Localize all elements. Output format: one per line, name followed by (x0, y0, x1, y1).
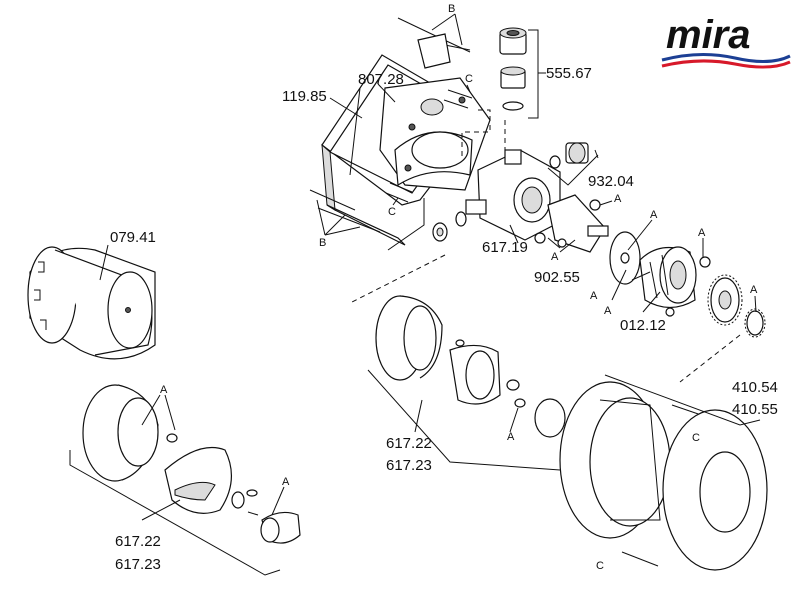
logo-text: mira (666, 13, 751, 57)
callout-a-4: A (750, 284, 758, 296)
gear-small (744, 308, 766, 338)
label-410-55: 410.55 (732, 401, 778, 418)
callout-a-left-top: A (160, 384, 168, 396)
screws-b-left (309, 189, 381, 236)
dashed-frame-middle (349, 254, 741, 383)
logo-wave-red (661, 59, 791, 69)
callout-a-7: A (604, 305, 612, 317)
group-bracket-right (604, 374, 761, 426)
hub-012-12 (639, 246, 711, 317)
mira-logo: mira (661, 13, 791, 69)
label-079-41: 079.41 (110, 229, 156, 246)
callout-c-top: C (465, 73, 473, 85)
label-902-55: 902.55 (534, 269, 580, 286)
sleeve-079-41 (27, 244, 156, 360)
logo-wave-blue (661, 52, 791, 63)
screws-b-top (397, 13, 471, 69)
callout-a-middle: A (507, 431, 515, 443)
group-bracket-left (69, 450, 281, 576)
callout-b-left: B (319, 237, 326, 249)
label-932-04: 932.04 (588, 173, 634, 190)
group-bracket-middle (367, 369, 561, 471)
compression-fitting-555-67 (499, 27, 546, 119)
callout-a-left-bottom: A (282, 476, 290, 488)
callout-c-left: C (388, 206, 396, 218)
label-012-12: 012.12 (620, 317, 666, 334)
valve-body-807-28 (379, 77, 491, 191)
knob-assembly-middle (375, 295, 566, 438)
label-617-22-left: 617.22 (115, 533, 161, 550)
label-617-22-middle: 617.22 (386, 435, 432, 452)
callout-a-6: A (590, 290, 598, 302)
callout-b-top: B (448, 3, 455, 15)
callout-c-bottom: C (596, 560, 604, 572)
leader-lines (141, 83, 757, 521)
label-617-23-left: 617.23 (115, 556, 161, 573)
cover-plate-410-54 (559, 381, 711, 539)
knob-assembly-left (82, 384, 301, 544)
filter-932-04 (547, 142, 599, 186)
callout-a-2: A (650, 209, 658, 221)
callout-a-1: A (614, 193, 622, 205)
allen-key (387, 198, 425, 251)
valve-cartridge-617-19 (432, 149, 561, 244)
label-617-23-middle: 617.23 (386, 457, 432, 474)
callout-a-5: A (551, 251, 559, 263)
label-807-28: 807.28 (358, 71, 404, 88)
label-617-19: 617.19 (482, 239, 528, 256)
trim-plate-410-55 (621, 409, 768, 571)
spindle-902-55 (547, 194, 609, 253)
screws-c-bracket (385, 84, 473, 206)
label-410-54: 410.54 (732, 379, 778, 396)
washer-plate (609, 231, 641, 285)
label-555-67: 555.67 (546, 65, 592, 82)
gear-wheel (707, 274, 743, 326)
label-119-85: 119.85 (282, 88, 327, 105)
callout-a-3: A (698, 227, 706, 239)
callout-c-right: C (692, 432, 700, 444)
